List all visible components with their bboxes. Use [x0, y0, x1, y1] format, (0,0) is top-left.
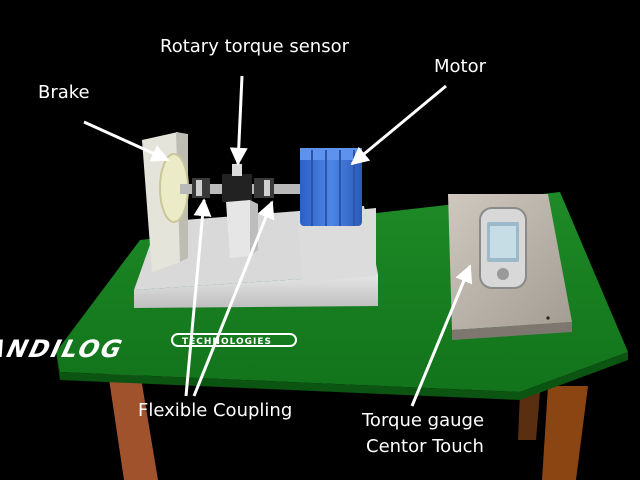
- arrow-torque-gauge: [410, 264, 473, 407]
- table-leg-front-left: [108, 372, 158, 480]
- label-rotary-torque-sensor: Rotary torque sensor: [160, 36, 350, 57]
- label-flexible-coupling: Flexible Coupling: [138, 400, 293, 421]
- arrow-brake: [83, 120, 170, 162]
- arrow-coupling-right: [192, 200, 275, 397]
- arrow-rotary-torque-sensor: [229, 75, 248, 166]
- label-brake: Brake: [38, 82, 90, 103]
- device-led: [546, 316, 550, 320]
- coupling-left: [192, 178, 210, 198]
- logo-subtext: TECHNOLOGIES: [182, 337, 272, 347]
- label-centor-touch: Centor Touch: [366, 436, 484, 457]
- motor: [300, 148, 362, 226]
- table-legs: [108, 372, 588, 480]
- arrows: [83, 75, 473, 407]
- logo-text: ANDILOG: [0, 334, 127, 363]
- label-torque-gauge: Torque gauge: [362, 410, 485, 431]
- arrow-coupling-left: [184, 198, 212, 397]
- arrow-motor: [350, 84, 447, 166]
- andilog-logo: ANDILOG TECHNOLOGIES: [0, 333, 297, 363]
- table-leg-back-right: [518, 392, 540, 440]
- logo-badge: [171, 333, 297, 347]
- torque-gauge-device: [448, 194, 572, 340]
- rotary-torque-sensor: [222, 164, 258, 258]
- table-leg-front-right: [542, 386, 588, 480]
- label-motor: Motor: [434, 56, 487, 77]
- coupling-right: [254, 178, 274, 198]
- motor-mount: [298, 208, 376, 282]
- gauge-handset: [479, 207, 527, 289]
